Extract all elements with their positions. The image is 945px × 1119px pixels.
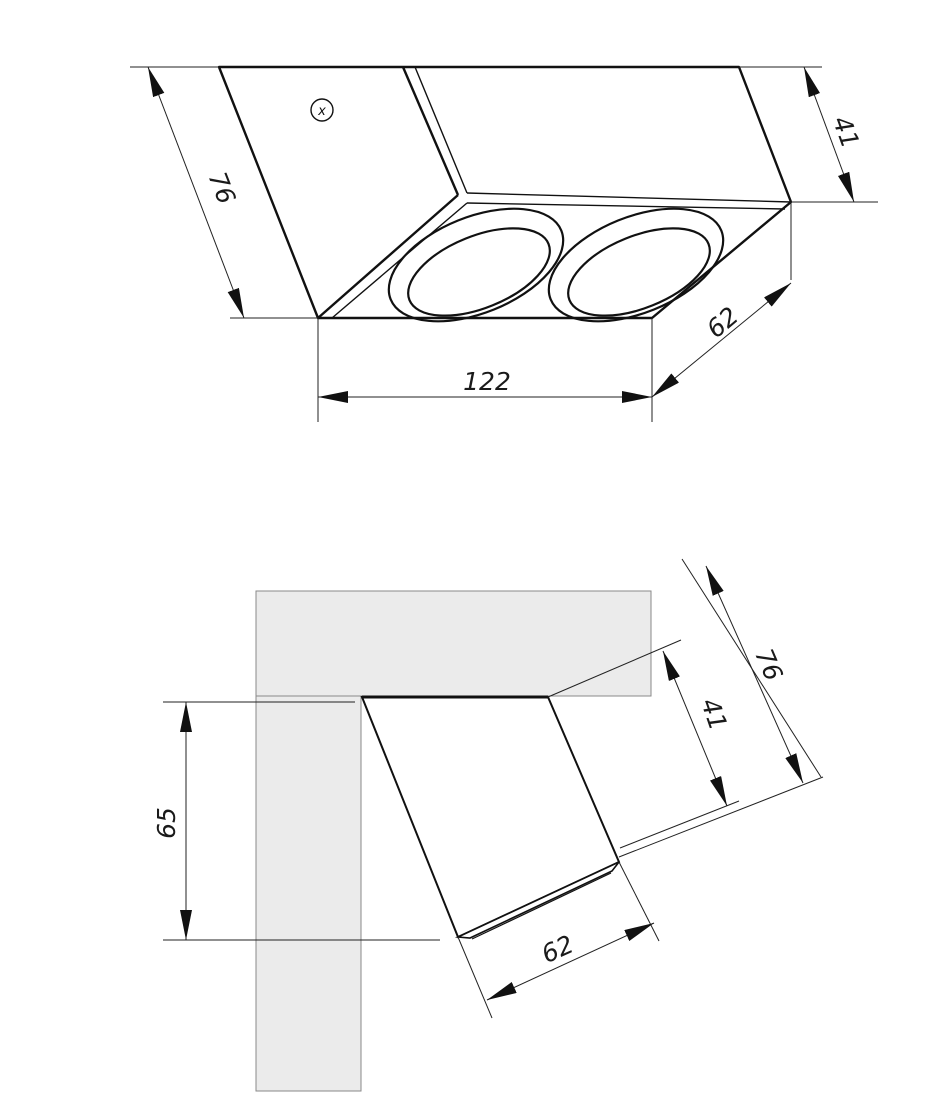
screw-marker-label: x bbox=[317, 104, 326, 119]
dim-label-76: 76 bbox=[203, 168, 241, 208]
dim-label-41: 41 bbox=[827, 112, 865, 152]
housing-body bbox=[217, 65, 793, 320]
dim-line-62 bbox=[651, 282, 792, 398]
side-view: 65 41 76 62 bbox=[152, 558, 824, 1092]
dim-label-122: 122 bbox=[463, 367, 511, 396]
dim-label-65: 65 bbox=[152, 807, 181, 839]
dimension-lines bbox=[147, 66, 855, 403]
side-wall bbox=[255, 695, 362, 1092]
dim-line-76 bbox=[147, 66, 245, 319]
dim-line-41 bbox=[803, 66, 855, 203]
side-dimension-lines bbox=[180, 565, 804, 1001]
fixture-body bbox=[360, 695, 621, 940]
dim-line-62-side bbox=[486, 922, 655, 1001]
lamp-left bbox=[387, 207, 565, 323]
top-view: x 76 41 122 62 bbox=[130, 65, 878, 422]
dim-line-76-side bbox=[705, 565, 804, 784]
dim-label-76-side: 76 bbox=[749, 644, 788, 685]
dim-label-41-side: 41 bbox=[695, 694, 733, 734]
ceiling-wall bbox=[255, 590, 652, 697]
dim-label-62: 62 bbox=[701, 301, 744, 344]
dim-label-62-side: 62 bbox=[537, 930, 578, 969]
screw-marker-icon: x bbox=[310, 98, 334, 122]
